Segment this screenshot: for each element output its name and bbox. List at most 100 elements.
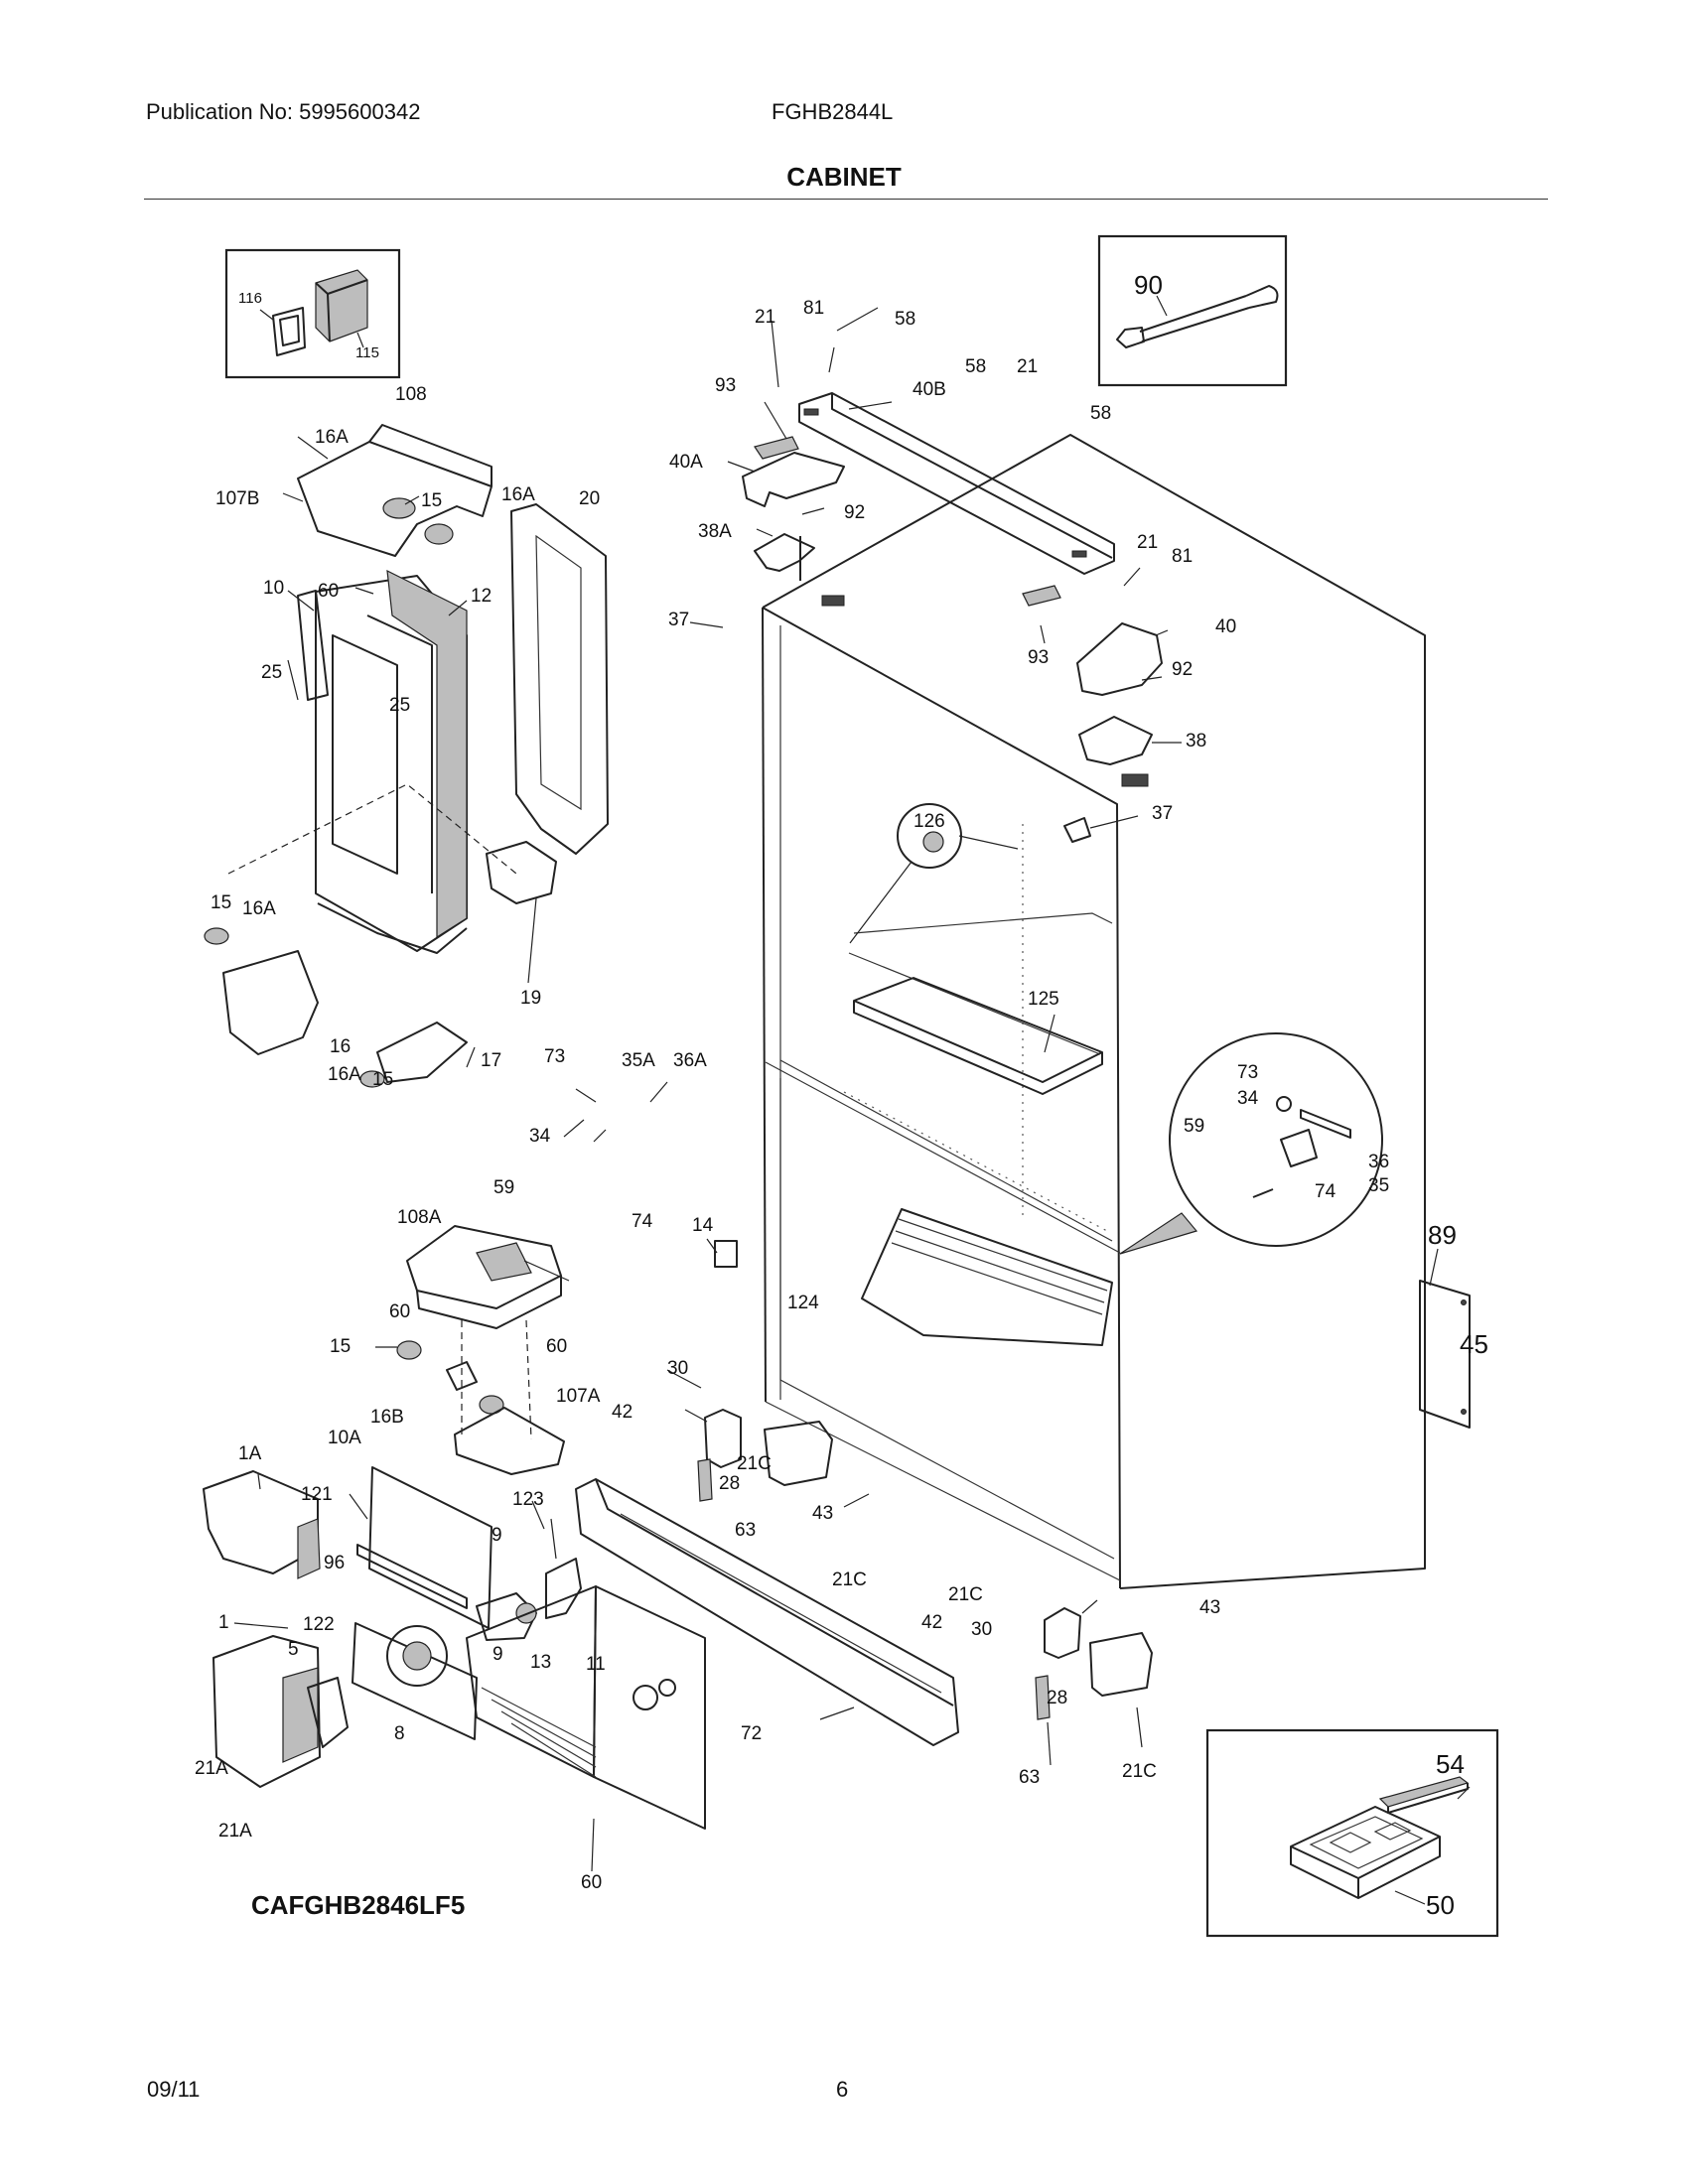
callout-16A: 16A	[242, 898, 276, 919]
callout-59: 59	[1184, 1116, 1204, 1137]
callout-21C: 21C	[737, 1453, 772, 1474]
diagram-code: CAFGHB2846LF5	[251, 1890, 466, 1920]
callout-20: 20	[579, 488, 600, 509]
callout-25: 25	[261, 662, 282, 683]
callout-124: 124	[787, 1293, 819, 1313]
callout-21: 21	[755, 307, 775, 328]
callout-54: 54	[1436, 1749, 1465, 1779]
callout-21: 21	[1017, 356, 1038, 377]
callout-11: 11	[586, 1654, 606, 1675]
callout-42: 42	[921, 1612, 942, 1633]
callout-43: 43	[812, 1503, 833, 1524]
callout-10: 10	[263, 578, 284, 599]
callout-92: 92	[844, 502, 865, 523]
callout-108: 108	[395, 384, 427, 405]
side-bracket	[1419, 1280, 1471, 1429]
model-number: FGHB2844L	[772, 99, 894, 124]
cabinet-shell	[762, 434, 1426, 1589]
callout-40B: 40B	[913, 379, 946, 400]
callout-15: 15	[330, 1336, 351, 1357]
callout-30: 30	[971, 1619, 992, 1640]
callout-81: 81	[803, 298, 824, 319]
callout-123: 123	[512, 1489, 544, 1510]
callout-19: 19	[520, 988, 541, 1009]
callout-34: 34	[529, 1126, 551, 1147]
inset-box-water-filter-housing	[224, 248, 401, 379]
detail-circle-fastener	[849, 803, 1019, 944]
inset-box-wand-tool	[1097, 234, 1288, 387]
callout-21A: 21A	[195, 1758, 228, 1779]
callout-74: 74	[632, 1211, 653, 1232]
callout-89: 89	[1428, 1220, 1457, 1250]
callout-5: 5	[288, 1639, 299, 1660]
callout-72: 72	[741, 1723, 762, 1744]
callout-107A: 107A	[556, 1386, 601, 1407]
callout-21C: 21C	[948, 1584, 983, 1605]
callout-21C: 21C	[1122, 1761, 1157, 1782]
callout-108A: 108A	[397, 1207, 442, 1228]
callout-14: 14	[692, 1215, 714, 1236]
callout-60: 60	[581, 1872, 602, 1893]
callout-9: 9	[492, 1644, 503, 1665]
detail-circle-hinge	[1119, 1032, 1383, 1255]
callout-16A: 16A	[315, 427, 349, 448]
right-hinge-assembly	[1022, 585, 1163, 843]
callout-37: 37	[1152, 803, 1173, 824]
callout-126: 126	[914, 811, 945, 832]
callout-58: 58	[895, 309, 915, 330]
kick-plate-72	[575, 1478, 959, 1746]
section-title: CABINET	[786, 162, 902, 192]
inset-box-controller	[1205, 1728, 1499, 1938]
callout-63: 63	[735, 1520, 756, 1541]
callout-81: 81	[1172, 546, 1193, 567]
left-hinge-assembly	[742, 436, 845, 607]
callout-35: 35	[1368, 1175, 1389, 1196]
callout-74: 74	[1315, 1181, 1336, 1202]
callout-21C: 21C	[832, 1570, 867, 1590]
hinge-cover-bar	[798, 392, 1115, 575]
page-number: 6	[836, 2077, 849, 2102]
callout-17: 17	[481, 1050, 501, 1071]
callout-60: 60	[318, 581, 339, 602]
callout-59: 59	[493, 1177, 514, 1198]
callout-125: 125	[1028, 989, 1059, 1010]
callout-16A: 16A	[328, 1064, 361, 1085]
callout-73: 73	[544, 1046, 565, 1067]
callout-28: 28	[719, 1473, 740, 1494]
callout-25: 25	[389, 695, 410, 716]
callout-43: 43	[1199, 1597, 1220, 1618]
callout-10A: 10A	[328, 1428, 361, 1448]
callout-16: 16	[330, 1036, 351, 1057]
callout-8: 8	[394, 1723, 405, 1744]
callout-1A: 1A	[238, 1443, 262, 1464]
callout-13: 13	[530, 1652, 551, 1673]
lower-mounting-parts	[697, 1240, 1153, 1720]
callout-30: 30	[667, 1358, 688, 1379]
callout-40A: 40A	[669, 452, 703, 473]
callout-15: 15	[372, 1069, 393, 1090]
callout-107B: 107B	[215, 488, 259, 509]
callout-116: 116	[238, 290, 262, 307]
callout-28: 28	[1047, 1688, 1067, 1708]
callout-96: 96	[324, 1553, 345, 1573]
fan-housing-assembly	[212, 1635, 349, 1788]
callout-63: 63	[1019, 1767, 1040, 1788]
callout-50: 50	[1426, 1890, 1455, 1920]
callout-38: 38	[1186, 731, 1206, 751]
callout-15: 15	[211, 892, 231, 913]
callout-93: 93	[715, 375, 736, 396]
publication-number: Publication No: 5995600342	[146, 99, 421, 124]
callout-16A: 16A	[501, 484, 535, 505]
callout-90: 90	[1134, 270, 1163, 300]
callout-35A: 35A	[622, 1050, 655, 1071]
callout-21: 21	[1137, 532, 1158, 553]
callout-36A: 36A	[673, 1050, 707, 1071]
dispenser-lower-parts	[204, 783, 517, 1088]
callout-45: 45	[1460, 1329, 1488, 1359]
callout-60: 60	[546, 1336, 567, 1357]
front-panel-grille	[466, 1585, 706, 1830]
callout-34: 34	[1237, 1088, 1259, 1109]
callout-37: 37	[668, 610, 689, 630]
revision-date: 09/11	[147, 2077, 201, 2102]
callout-9: 9	[492, 1525, 502, 1546]
